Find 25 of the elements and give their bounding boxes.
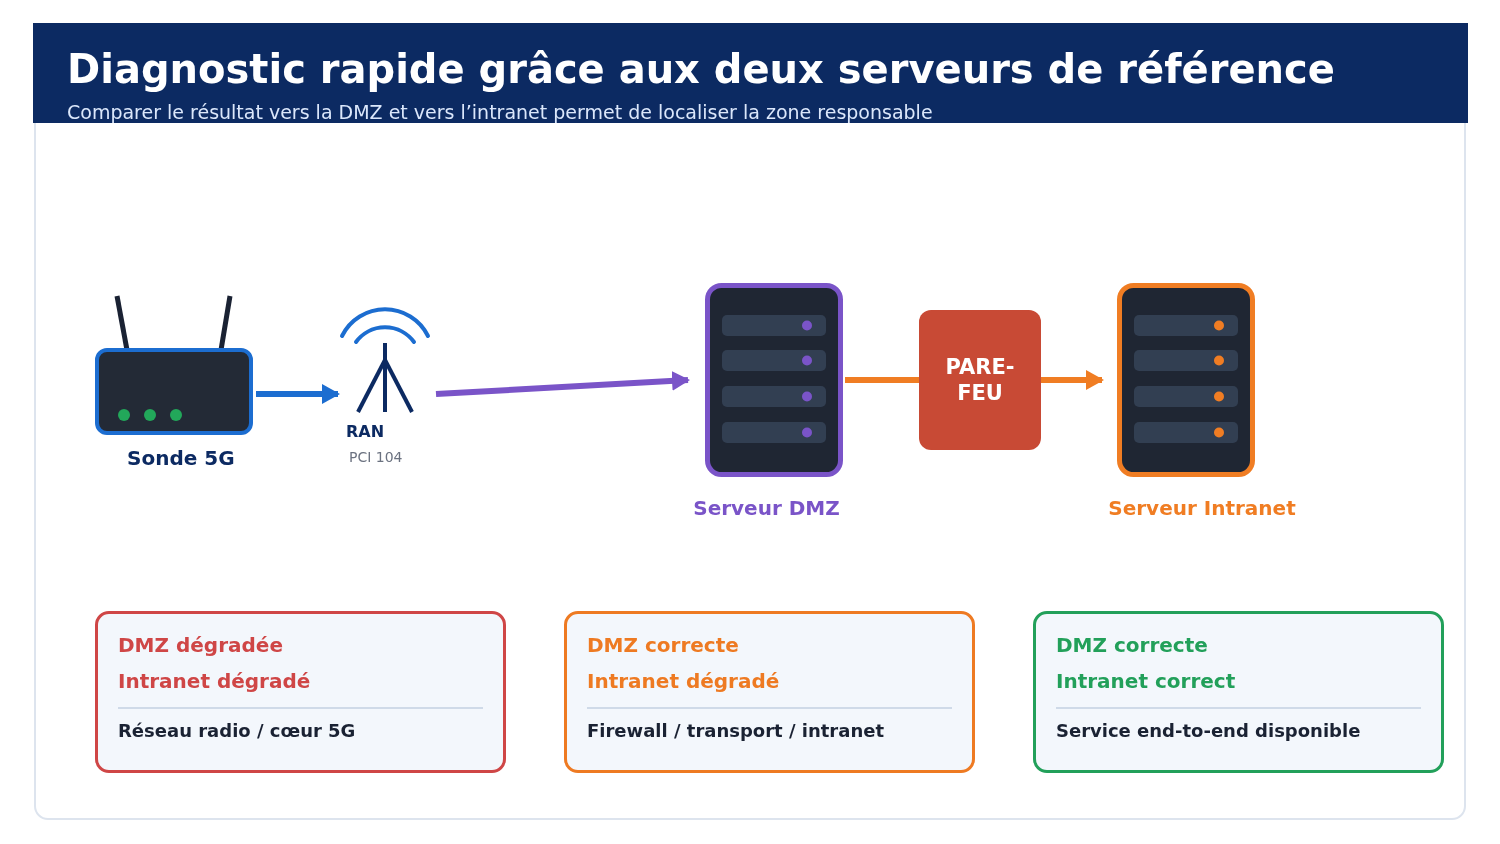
status-card (1033, 611, 1444, 773)
node-label: RAN (346, 422, 385, 442)
node-label: PARE- FEU (944, 354, 1016, 406)
diagnosis-text: Firewall / transport / intranet (587, 719, 884, 743)
status-text: DMZ dégradée (118, 632, 283, 659)
arrow (256, 384, 340, 404)
status-card (95, 611, 506, 773)
node-label: Sonde 5G (127, 446, 235, 470)
arrow (435, 370, 690, 397)
diagram-subtitle: Comparer le résultat vers la DMZ et vers l’intranet permet de localiser la zone responsable (67, 101, 933, 123)
status-text: Intranet correct (1056, 668, 1236, 695)
firewall-box (919, 310, 1041, 450)
diagram-title: Diagnostic rapide grâce aux deux serveurs de référence (67, 45, 1335, 93)
status-text: Intranet dégradé (587, 668, 780, 695)
diagnosis-text: Service end-to-end disponible (1056, 719, 1361, 743)
connector-line (845, 377, 919, 383)
status-text: DMZ correcte (587, 632, 739, 659)
status-card (564, 611, 975, 773)
diagnosis-text: Réseau radio / cœur 5G (118, 719, 356, 743)
status-text: DMZ correcte (1056, 632, 1208, 659)
node-label: Serveur DMZ (692, 496, 841, 520)
node-label: Serveur Intranet (1107, 496, 1297, 520)
status-text: Intranet dégradé (118, 668, 311, 695)
node-sublabel: PCI 104 (349, 448, 403, 466)
arrow (1041, 370, 1104, 390)
